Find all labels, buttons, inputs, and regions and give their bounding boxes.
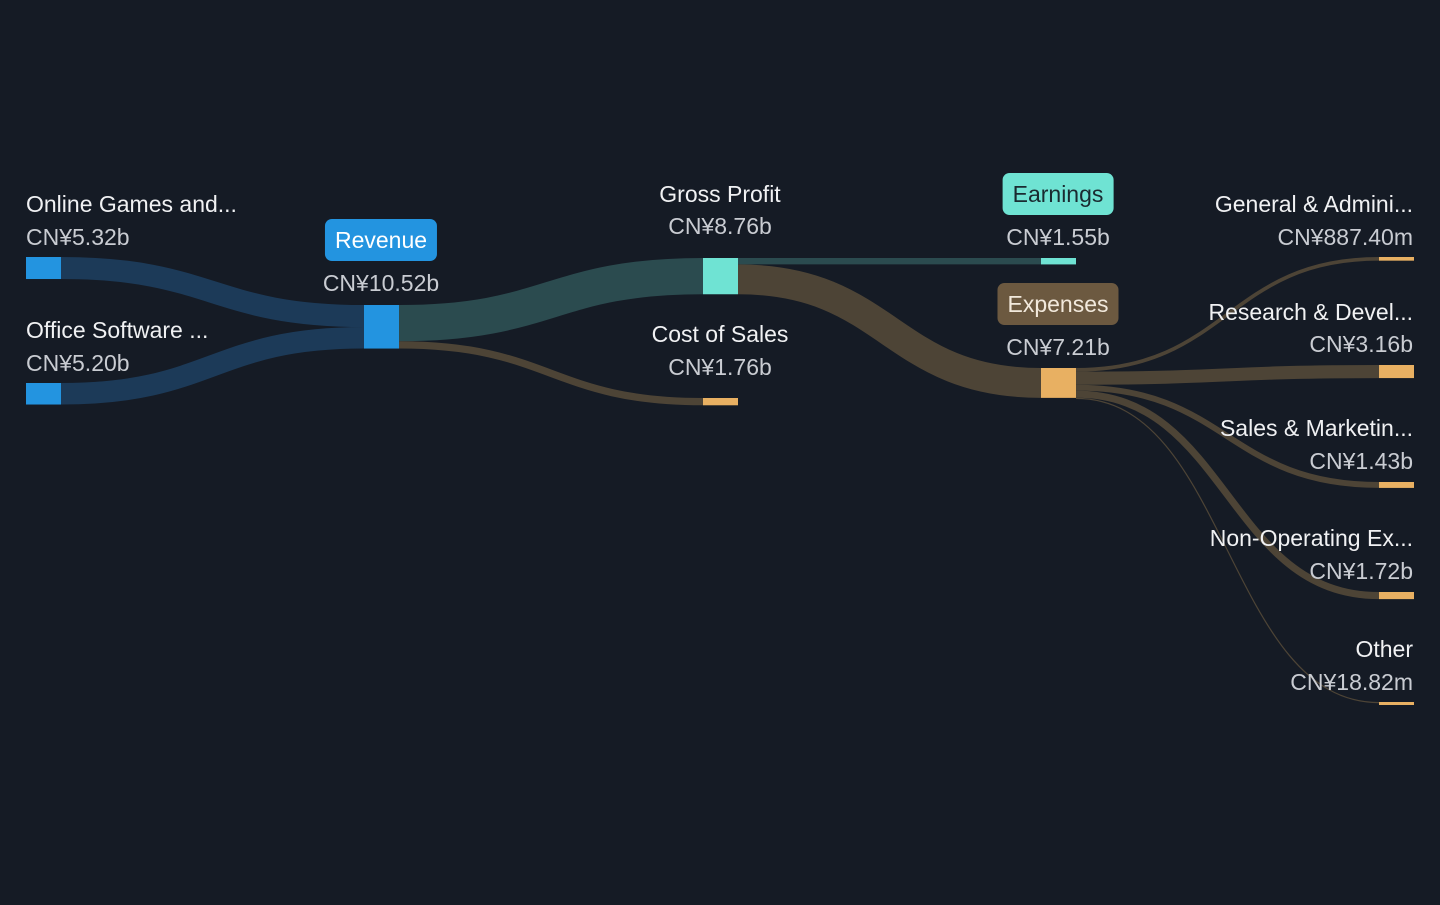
flow-revenue-to-gross-profit (398, 257, 704, 342)
research-dev-label: Research & Devel... (1208, 299, 1413, 325)
node-expenses (1041, 368, 1076, 398)
node-other (1379, 702, 1414, 705)
node-general-admin (1379, 257, 1414, 261)
node-office-software (26, 383, 61, 405)
sankey-flows (60, 256, 1380, 704)
other-label: Other (1355, 636, 1413, 662)
general-admin-value: CN¥887.40m (1277, 224, 1413, 250)
flow-online-games-to-revenue (60, 256, 365, 328)
expenses-value: CN¥7.21b (1006, 334, 1110, 360)
flow-gross-profit-to-expenses (737, 264, 1042, 398)
node-non-operating (1379, 592, 1414, 600)
flow-expenses-to-sales-marketing (1075, 384, 1380, 488)
earnings-badge: Earnings (1002, 173, 1114, 215)
revenue-value: CN¥10.52b (322, 270, 440, 296)
node-earnings (1041, 258, 1076, 265)
general-admin-label: General & Admini... (1214, 191, 1413, 217)
office-software-value: CN¥5.20b (26, 350, 130, 376)
gross-profit-value: CN¥8.76b (668, 213, 772, 239)
flow-revenue-to-cost-of-sales (398, 341, 704, 406)
non-operating-value: CN¥1.72b (1309, 558, 1413, 584)
revenue-badge: Revenue (324, 219, 438, 261)
research-dev-value: CN¥3.16b (1309, 331, 1413, 357)
sales-marketing-label: Sales & Marketin... (1219, 415, 1413, 441)
node-gross-profit (703, 258, 738, 295)
flow-expenses-to-non-operating (1075, 390, 1380, 600)
expenses-badge: Expenses (997, 283, 1119, 325)
flow-expenses-to-general-admin (1075, 257, 1380, 372)
node-sales-marketing (1379, 482, 1414, 488)
flow-office-software-to-revenue (60, 327, 365, 405)
office-software-label: Office Software ... (26, 317, 209, 343)
node-online-games (26, 257, 61, 280)
sales-marketing-value: CN¥1.43b (1309, 448, 1413, 474)
earnings-value: CN¥1.55b (1006, 224, 1110, 250)
cost-of-sales-label: Cost of Sales (651, 321, 789, 347)
online-games-value: CN¥5.32b (26, 224, 130, 250)
sankey-nodes (26, 257, 1414, 705)
node-revenue (364, 305, 399, 349)
cost-of-sales-value: CN¥1.76b (668, 354, 772, 380)
online-games-label: Online Games and... (26, 191, 237, 217)
other-value: CN¥18.82m (1290, 669, 1413, 695)
flow-expenses-to-other (1075, 397, 1380, 704)
node-cost-of-sales (703, 398, 738, 406)
gross-profit-label: Gross Profit (659, 181, 781, 207)
flow-expenses-to-research-dev (1075, 364, 1380, 385)
node-research-dev (1379, 365, 1414, 379)
non-operating-label: Non-Operating Ex... (1209, 525, 1413, 551)
